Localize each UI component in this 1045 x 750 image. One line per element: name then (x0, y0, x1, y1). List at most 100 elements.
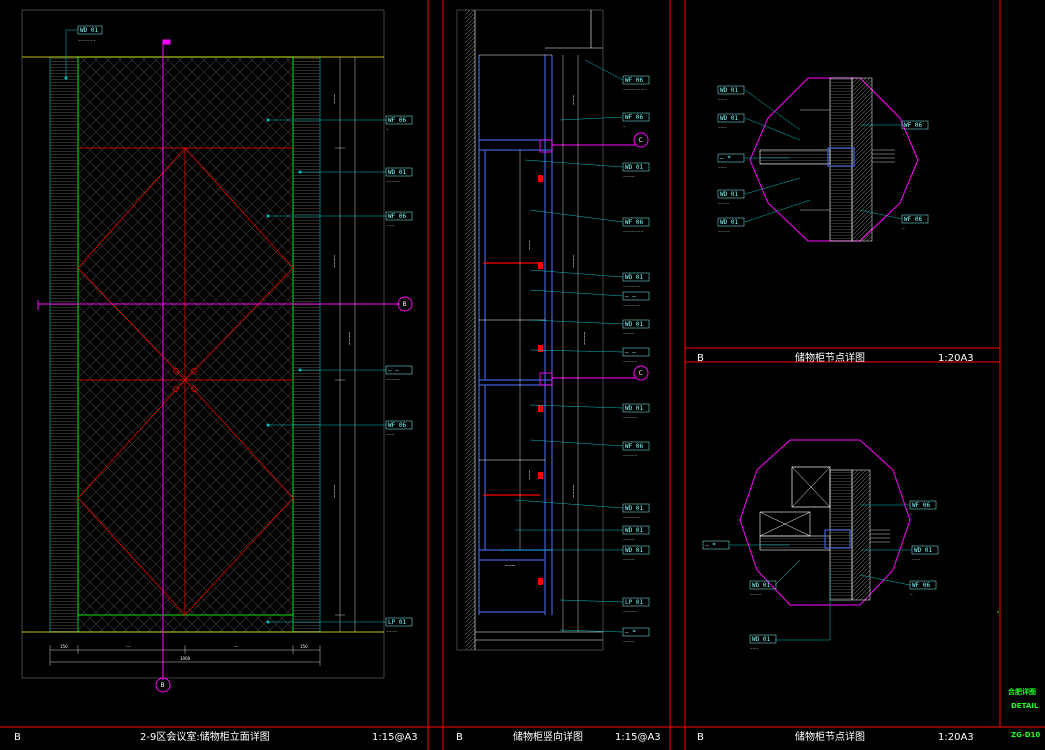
svg-text:WF 06: WF 06 (904, 122, 922, 129)
node-bottom-title-bar: B 储物柜节点详图 1:20A3 (697, 730, 974, 743)
dim-total: 1000 (180, 656, 191, 661)
svg-text:~~~~: ~~~~ (623, 175, 635, 179)
svg-text:— *: — * (625, 629, 636, 636)
material-tag: WD 01~~~ (749, 634, 777, 651)
svg-text:~~~~: ~~~~ (332, 255, 337, 268)
material-tag: WF 06~ (622, 112, 650, 129)
svg-text:~~~~~: ~~~~~ (623, 360, 638, 364)
drawing-title: 储物柜竖向详图 (513, 730, 583, 743)
material-tag: WF 06~~~~~~~ (622, 217, 650, 234)
svg-text:~~~~~~: ~~~~~~ (623, 285, 641, 289)
material-tag: WD 01~~~~~ (385, 167, 413, 184)
svg-text:~~~~~: ~~~~~ (386, 378, 401, 382)
drawing-scale: 1:20A3 (938, 732, 974, 743)
material-tag: WF 06 ~ (901, 214, 929, 231)
svg-text:~: ~ (902, 227, 905, 231)
material-tag: WF 06~ (901, 120, 929, 137)
material-tag: WF 06~ (909, 500, 937, 517)
material-tag: WD 01~~~~~~ (77, 25, 103, 43)
panel-letter: B (697, 353, 704, 364)
svg-text:~~~~~~~~: ~~~~~~~~ (623, 88, 647, 92)
svg-text:WD 01: WD 01 (914, 547, 932, 554)
svg-text:~~~~: ~~~~ (718, 230, 730, 234)
svg-text:~~~: ~~~ (332, 94, 337, 104)
svg-text:WF 06: WF 06 (625, 443, 643, 450)
node-top-title-bar: B 储物柜节点详图 1:20A3 (697, 351, 974, 364)
svg-text:~~~: ~~~ (527, 240, 532, 250)
svg-text:~~~: ~~~ (386, 224, 395, 228)
svg-text:C: C (639, 137, 643, 144)
material-tag: WF 06 ~~~~~~~~ (622, 75, 650, 92)
svg-text:~~~~: ~~~~ (386, 630, 398, 634)
svg-text:WD 01: WD 01 (625, 321, 643, 328)
svg-text:~~~: ~~~ (912, 558, 921, 562)
svg-text:~~~: ~~~ (750, 647, 759, 651)
dim-left: 150 (60, 644, 68, 649)
material-tag: WD 01 ~~~ (717, 85, 745, 102)
svg-text:— —: — — (388, 367, 399, 374)
svg-text:WD 01: WD 01 (720, 115, 738, 122)
material-tag: WD 01~~~ (717, 113, 745, 130)
material-tag: — *~~~~ (622, 627, 650, 644)
dim-mid-right: --- (234, 644, 239, 649)
svg-text:~~~: ~~~ (718, 98, 727, 102)
svg-text:~~~: ~~~ (571, 95, 576, 105)
svg-text:~~~~~~: ~~~~~~ (623, 304, 641, 308)
drawing-title: 2-9区会议室:储物柜立面详图 (140, 730, 270, 743)
svg-text:WD 01: WD 01 (625, 527, 643, 534)
material-tag: WD 01~~~~~~ (622, 503, 650, 520)
svg-text:~~~: ~~~ (386, 433, 395, 437)
material-tag: WF 06 ~ (385, 115, 413, 132)
svg-text:WF 06: WF 06 (625, 77, 643, 84)
node-detail-top: WD 01~~~ WD 01~~~ — *~~~ WD 01~~~~ WD 01… (717, 77, 929, 242)
svg-text:ZG-D10: ZG-D10 (1011, 731, 1040, 739)
svg-text:C: C (639, 370, 643, 377)
svg-text:~: ~ (386, 128, 389, 132)
svg-text:— *: — * (720, 155, 731, 162)
material-tag: — * (702, 540, 730, 550)
svg-text:~~~~: ~~~~ (750, 593, 762, 597)
svg-text:~~~~~: ~~~~~ (623, 610, 638, 614)
svg-text:~~~~~~~: ~~~~~~~ (623, 230, 644, 234)
svg-text:WD 01: WD 01 (80, 27, 98, 34)
svg-text:~: ~ (910, 513, 913, 517)
drawing-scale: 1:20A3 (938, 353, 974, 364)
node-detail-bottom: — * WD 01~~~~ WD 01~~~ WF 06~ WD 01~~~ W… (702, 439, 939, 651)
material-tag: WD 01~~~~ (622, 525, 650, 542)
svg-text:WF 06: WF 06 (388, 117, 406, 124)
svg-text:WD 01: WD 01 (720, 219, 738, 226)
svg-text:WD 01: WD 01 (625, 405, 643, 412)
material-tag: WD 01 ~~~ (911, 545, 939, 562)
svg-text:~~~~: ~~~~ (332, 485, 337, 498)
detail-marker-bottom: C (633, 365, 649, 381)
svg-text:~~~~: ~~~~ (623, 558, 635, 562)
svg-text:~~~~: ~~~~ (571, 255, 576, 268)
svg-text:~~~~: ~~~~ (623, 332, 635, 336)
svg-text:WF 06: WF 06 (904, 216, 922, 223)
svg-text:WD 01: WD 01 (625, 274, 643, 281)
panel-letter: B (697, 732, 704, 743)
svg-text:B: B (161, 682, 165, 689)
svg-text:~~~: ~~~ (527, 470, 532, 480)
elevation-drawing: ~~~ ~~~~ ~~~~ ~~~~ 150 --- --- 150 1000 … (21, 9, 413, 693)
material-tag: — —~~~~~~ (622, 291, 650, 308)
material-tag: — —~~~~~ (622, 347, 650, 364)
material-tag: WF 06~~~ (385, 211, 413, 228)
section-marker-right: B (397, 296, 413, 312)
material-tag: WD 01~~~~~ (622, 403, 650, 420)
material-tag: LP 01~~~~~ (622, 597, 650, 614)
svg-text:~: ~ (623, 125, 626, 129)
svg-text:~~~~: ~~~~ (347, 332, 352, 345)
svg-text:WD 01: WD 01 (720, 87, 738, 94)
svg-text:~~~: ~~~ (718, 166, 727, 170)
section-marker-bottom: B (155, 677, 171, 693)
svg-text:B: B (403, 301, 407, 308)
dim-right: 150 (300, 644, 308, 649)
material-tag: WD 01~~~~ (749, 580, 777, 597)
svg-text:WF 06: WF 06 (912, 582, 930, 589)
svg-text:WD 01: WD 01 (388, 169, 406, 176)
svg-text:WF 06: WF 06 (388, 422, 406, 429)
panel-letter: B (456, 732, 463, 743)
